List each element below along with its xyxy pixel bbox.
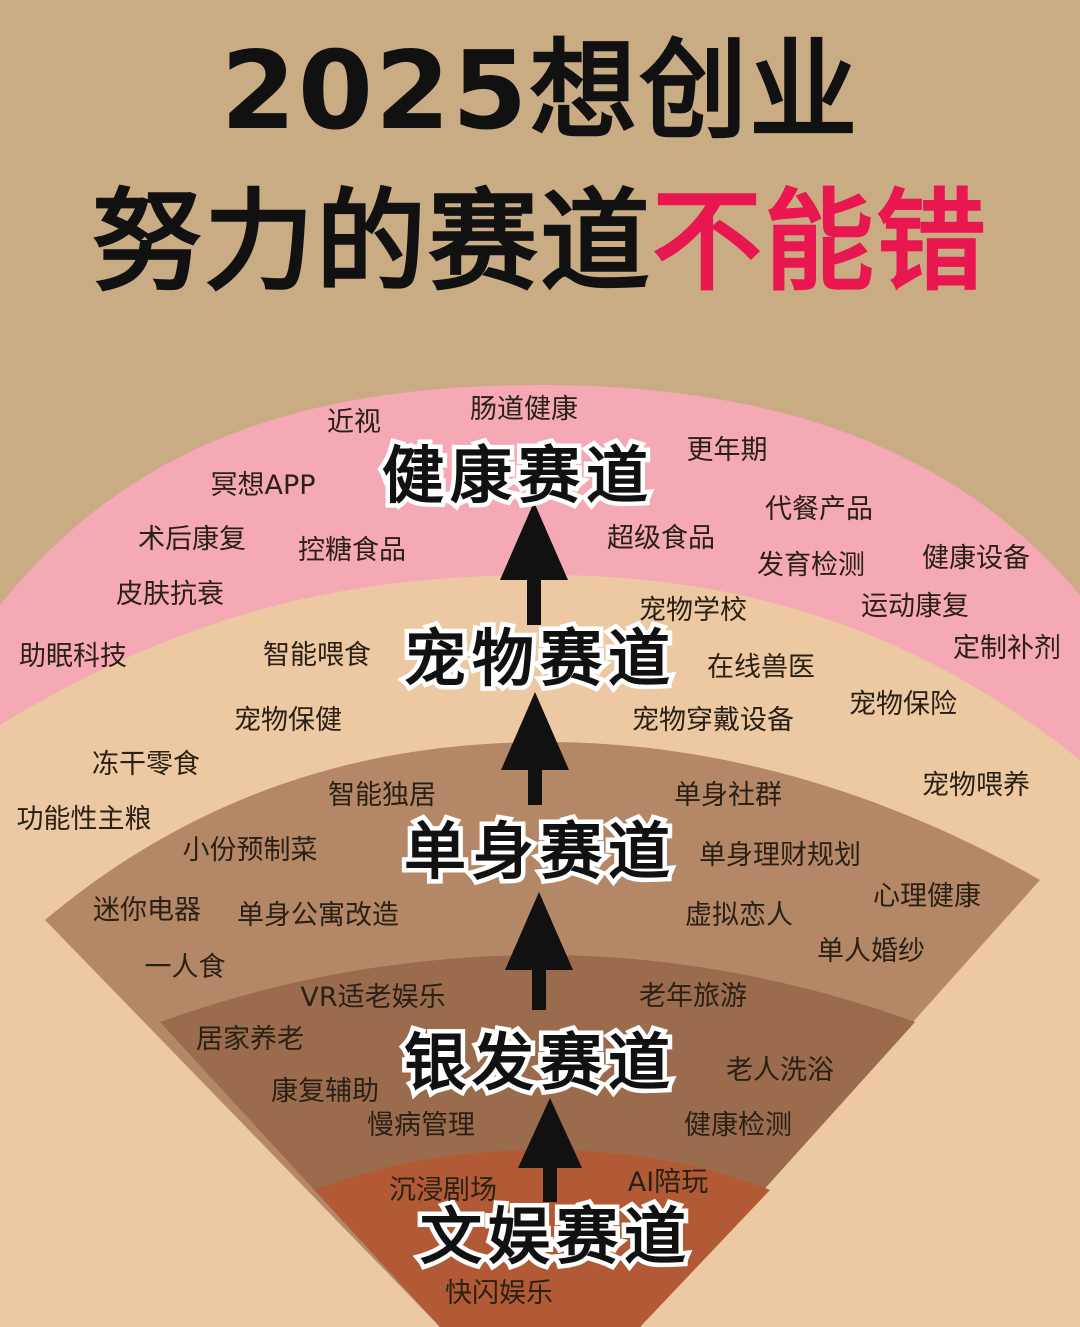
arrow-shaft-2 [532, 960, 546, 1010]
item-label: 更年期 [687, 435, 768, 466]
track-titles: 健康赛道 宠物赛道 单身赛道 银发赛道 文娱赛道 [377, 435, 692, 1278]
item-label: 冥想APP [210, 470, 315, 501]
arrow-head-3 [501, 692, 569, 770]
arrow-shaft-1 [543, 1160, 557, 1202]
arrow-shaft-4 [527, 570, 541, 625]
item-label: 肠道健康 [470, 394, 578, 425]
item-label: 单身理财规划 [699, 840, 861, 871]
entertainment-items: 沉浸剧场 AI陪玩 快闪娱乐 [389, 1167, 708, 1309]
item-label: 老人洗浴 [726, 1055, 834, 1086]
track-title-entertainment: 文娱赛道 [420, 1200, 692, 1273]
item-label: 迷你电器 [93, 895, 201, 926]
item-label: 功能性主粮 [17, 804, 152, 835]
growth-arrow [500, 502, 582, 1202]
item-label: AI陪玩 [628, 1167, 708, 1198]
arrow-head-4 [500, 502, 568, 580]
item-label: 皮肤抗衰 [116, 579, 224, 610]
item-label: 定制补剂 [953, 633, 1061, 664]
track-title-single: 单身赛道 [404, 815, 676, 888]
item-label: 运动康复 [861, 591, 969, 622]
item-label: 智能独居 [328, 780, 436, 811]
item-label: 单身社群 [674, 780, 782, 811]
item-label: 在线兽医 [707, 652, 815, 683]
track-title-health: 健康赛道 [382, 439, 654, 512]
arrow-shaft-3 [528, 760, 542, 805]
title-line-2-highlight: 不能错 [652, 178, 988, 306]
title-line-2-prefix: 努力的赛道 [92, 178, 652, 306]
item-label: 控糖食品 [298, 535, 406, 566]
item-label: 近视 [327, 407, 381, 438]
silver-items: VR适老娱乐 老年旅游 居家养老 老人洗浴 康复辅助 慢病管理 健康检测 [196, 981, 834, 1141]
pet-items: 宠物学校 智能喂食 在线兽医 宠物保健 宠物穿戴设备 宠物保险 冻干零食 功能性… [17, 595, 1031, 835]
item-label: 健康设备 [922, 543, 1030, 574]
item-label: VR适老娱乐 [300, 982, 445, 1013]
item-label: 宠物喂养 [922, 770, 1030, 801]
item-label: 健康检测 [684, 1110, 792, 1141]
item-label: 快闪娱乐 [445, 1278, 553, 1309]
arrow-head-2 [505, 892, 573, 970]
item-label: 虚拟恋人 [685, 900, 793, 931]
item-label: 冻干零食 [92, 749, 200, 780]
item-label: 居家养老 [196, 1024, 304, 1055]
track-title-silver: 银发赛道 [404, 1026, 676, 1099]
item-label: 单人婚纱 [817, 936, 925, 967]
item-label: 慢病管理 [367, 1110, 475, 1141]
item-label: 心理健康 [873, 881, 981, 912]
item-label: 智能喂食 [263, 640, 371, 671]
item-label: 宠物保健 [234, 705, 342, 736]
item-label: 助眠科技 [19, 641, 127, 672]
item-label: 超级食品 [607, 523, 715, 554]
item-label: 发育检测 [757, 550, 865, 581]
item-label: 代餐产品 [765, 494, 873, 525]
item-label: 宠物穿戴设备 [632, 705, 794, 736]
item-label: 单身公寓改造 [237, 900, 399, 931]
title-line-1: 2025想创业 [220, 29, 860, 154]
item-label: 康复辅助 [271, 1076, 379, 1107]
track-title-pet: 宠物赛道 [404, 622, 676, 695]
item-label: 老年旅游 [639, 981, 747, 1012]
band-entertainment [315, 1150, 770, 1327]
health-items: 近视 肠道健康 更年期 冥想APP 代餐产品 术后康复 控糖食品 超级食品 发育… [19, 394, 1061, 672]
item-label: 术后康复 [138, 524, 246, 555]
item-label: 宠物保险 [849, 689, 957, 720]
title-line-2: 努力的赛道不能错 [0, 180, 1080, 304]
item-label: 沉浸剧场 [389, 1175, 497, 1206]
single-items: 智能独居 单身社群 小份预制菜 单身理财规划 迷你电器 单身公寓改造 虚拟恋人 … [93, 780, 981, 983]
item-label: 一人食 [145, 952, 226, 983]
arrow-head-1 [518, 1098, 582, 1168]
item-label: 宠物学校 [639, 595, 747, 626]
item-label: 小份预制菜 [183, 835, 318, 866]
